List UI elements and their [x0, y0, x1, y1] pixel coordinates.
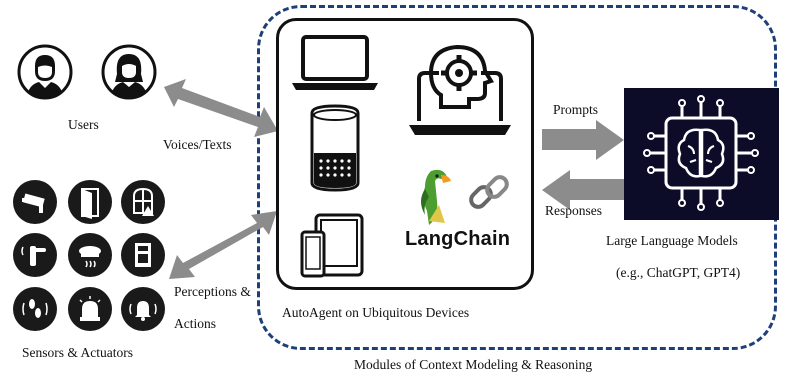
- responses-arrow: [542, 170, 624, 210]
- control-panel-icon: [121, 233, 165, 277]
- sensors-actuators-label: Sensors & Actuators: [22, 345, 133, 360]
- smoke-detector-icon: [68, 233, 112, 277]
- female-user-icon: [101, 44, 157, 100]
- ai-brain-chip-icon: [643, 95, 759, 211]
- responses-label: Responses: [545, 203, 602, 218]
- siren-icon: [68, 287, 112, 331]
- perceptions-label: Perceptions &: [174, 284, 251, 299]
- camera-icon: [13, 180, 57, 224]
- voices-texts-label: Voices/Texts: [163, 137, 232, 152]
- prompts-label: Prompts: [553, 102, 599, 117]
- smart-speaker-icon: [310, 104, 360, 192]
- male-user-icon: [17, 44, 73, 100]
- llm-title-label: Large Language Models: [606, 233, 738, 248]
- users-label: Users: [68, 117, 99, 132]
- llm-examples-label: (e.g., ChatGPT, GPT4): [616, 265, 741, 280]
- users-device-arrow: [164, 79, 278, 137]
- laptop-icon: [292, 35, 378, 90]
- actions-label: Actions: [174, 316, 216, 331]
- phone-tablet-icon: [300, 213, 364, 278]
- ai-laptop-gear-icon: [409, 44, 511, 135]
- window-alert-icon: [121, 180, 165, 224]
- chain-link-icon: [469, 175, 509, 209]
- langchain-label: LangChain: [405, 228, 511, 250]
- door-icon: [68, 180, 112, 224]
- prompts-arrow: [542, 120, 624, 160]
- autoagent-label: AutoAgent on Ubiquitous Devices: [282, 305, 470, 320]
- footsteps-sensor-icon: [13, 287, 57, 331]
- door-handle-icon: [13, 233, 57, 277]
- llm-panel: [624, 88, 779, 220]
- alarm-bell-icon: [121, 287, 165, 331]
- sensors-device-arrow: [169, 211, 277, 279]
- parrot-icon: [421, 169, 451, 225]
- modules-label: Modules of Context Modeling & Reasoning: [354, 357, 593, 372]
